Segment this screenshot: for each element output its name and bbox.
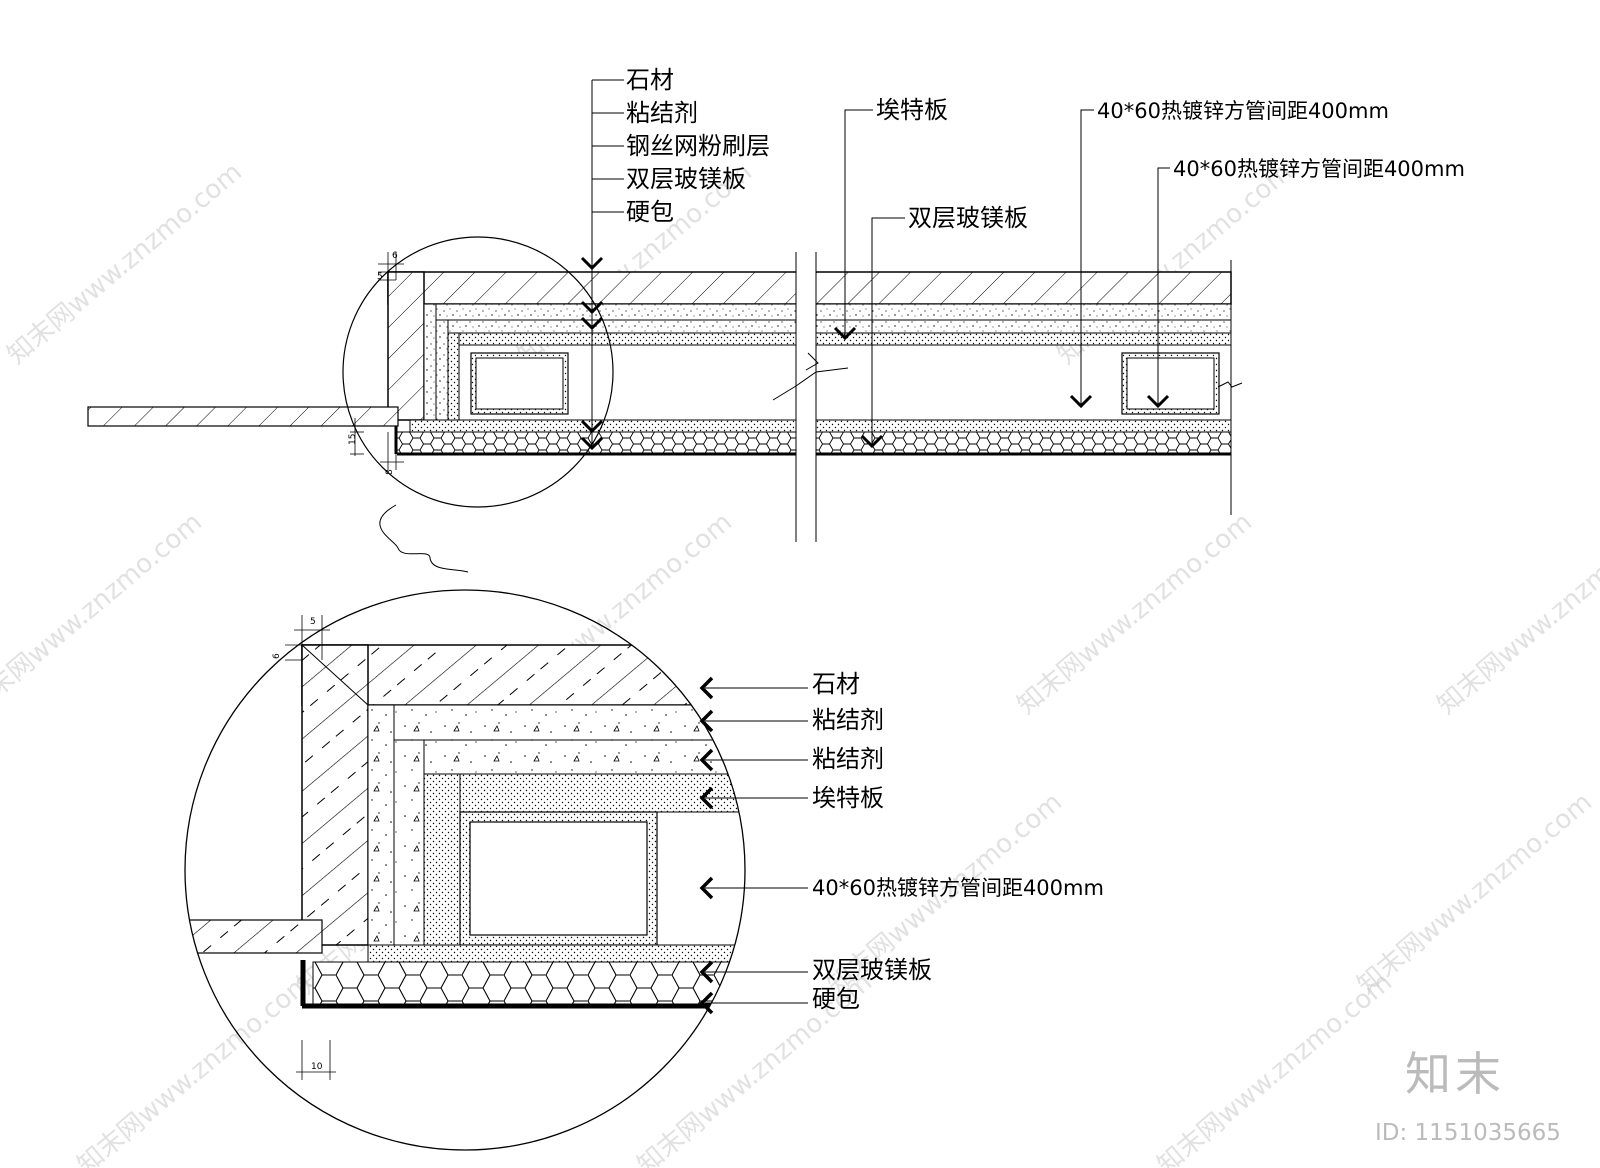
brand-id: ID: 1151035665: [1375, 1120, 1561, 1146]
top-section: 6 5 15 8 石材 粘结剂 钢丝网粉刷层 双层玻镁板 硬包 埃特板: [87, 66, 1465, 573]
label-pipe-2: 40*60热镀锌方管间距400mm: [1173, 157, 1465, 181]
detail-label-pipe: 40*60热镀锌方管间距400mm: [812, 876, 1104, 900]
detail-label-adhesive-1: 粘结剂: [812, 706, 884, 734]
brand-logo: 知末: [1405, 1047, 1505, 1101]
label-soft-pack: 硬包: [626, 198, 674, 226]
leader-ticks: [592, 79, 624, 213]
watermark-text: 知末网www.znzmo.com: [0, 507, 208, 720]
detail-leaders: [705, 687, 808, 1004]
detail-label-stone: 石材: [812, 670, 860, 698]
detail-label-board: 双层玻镁板: [812, 956, 932, 984]
detail-section: 5 6 10 石材 粘结剂 粘结剂 埃特板 40*60热镀锌方管间距400mm …: [184, 589, 1104, 1151]
dim-top-c: 15: [348, 434, 358, 445]
dim-detail-b: 6: [272, 653, 282, 659]
dim-detail-c: 10: [311, 1062, 323, 1072]
watermark-text: 知末网www.znzmo.com: [1152, 967, 1398, 1168]
dim-detail-a: 5: [310, 617, 316, 627]
dim-top-a: 6: [392, 251, 398, 261]
detail-label-soft: 硬包: [812, 985, 860, 1013]
leader-arrows-left: [580, 256, 604, 451]
watermark-text: 知末网www.znzmo.com: [2, 157, 248, 370]
detail-arrows: [699, 676, 714, 1015]
label-adhesive: 粘结剂: [626, 99, 698, 127]
label-ette-board: 埃特板: [876, 96, 948, 124]
label-pipe-1: 40*60热镀锌方管间距400mm: [1097, 99, 1389, 123]
dim-top-d: 8: [385, 469, 395, 475]
label-double-board-2: 双层玻镁板: [908, 204, 1028, 232]
watermark-text: 知末网www.znzmo.com: [1432, 507, 1600, 720]
label-double-board: 双层玻镁板: [626, 165, 746, 193]
dim-top-b: 5: [377, 272, 383, 282]
label-stone: 石材: [626, 66, 674, 94]
label-mesh-plaster: 钢丝网粉刷层: [626, 132, 770, 160]
watermark-text: 知末网www.znzmo.com: [1012, 507, 1258, 720]
detail-label-ette: 埃特板: [812, 784, 884, 812]
detail-label-adhesive-2: 粘结剂: [812, 745, 884, 773]
watermark-text: 知末网www.znzmo.com: [1352, 787, 1598, 1000]
watermark-text: 知末网www.znzmo.com: [72, 967, 318, 1168]
